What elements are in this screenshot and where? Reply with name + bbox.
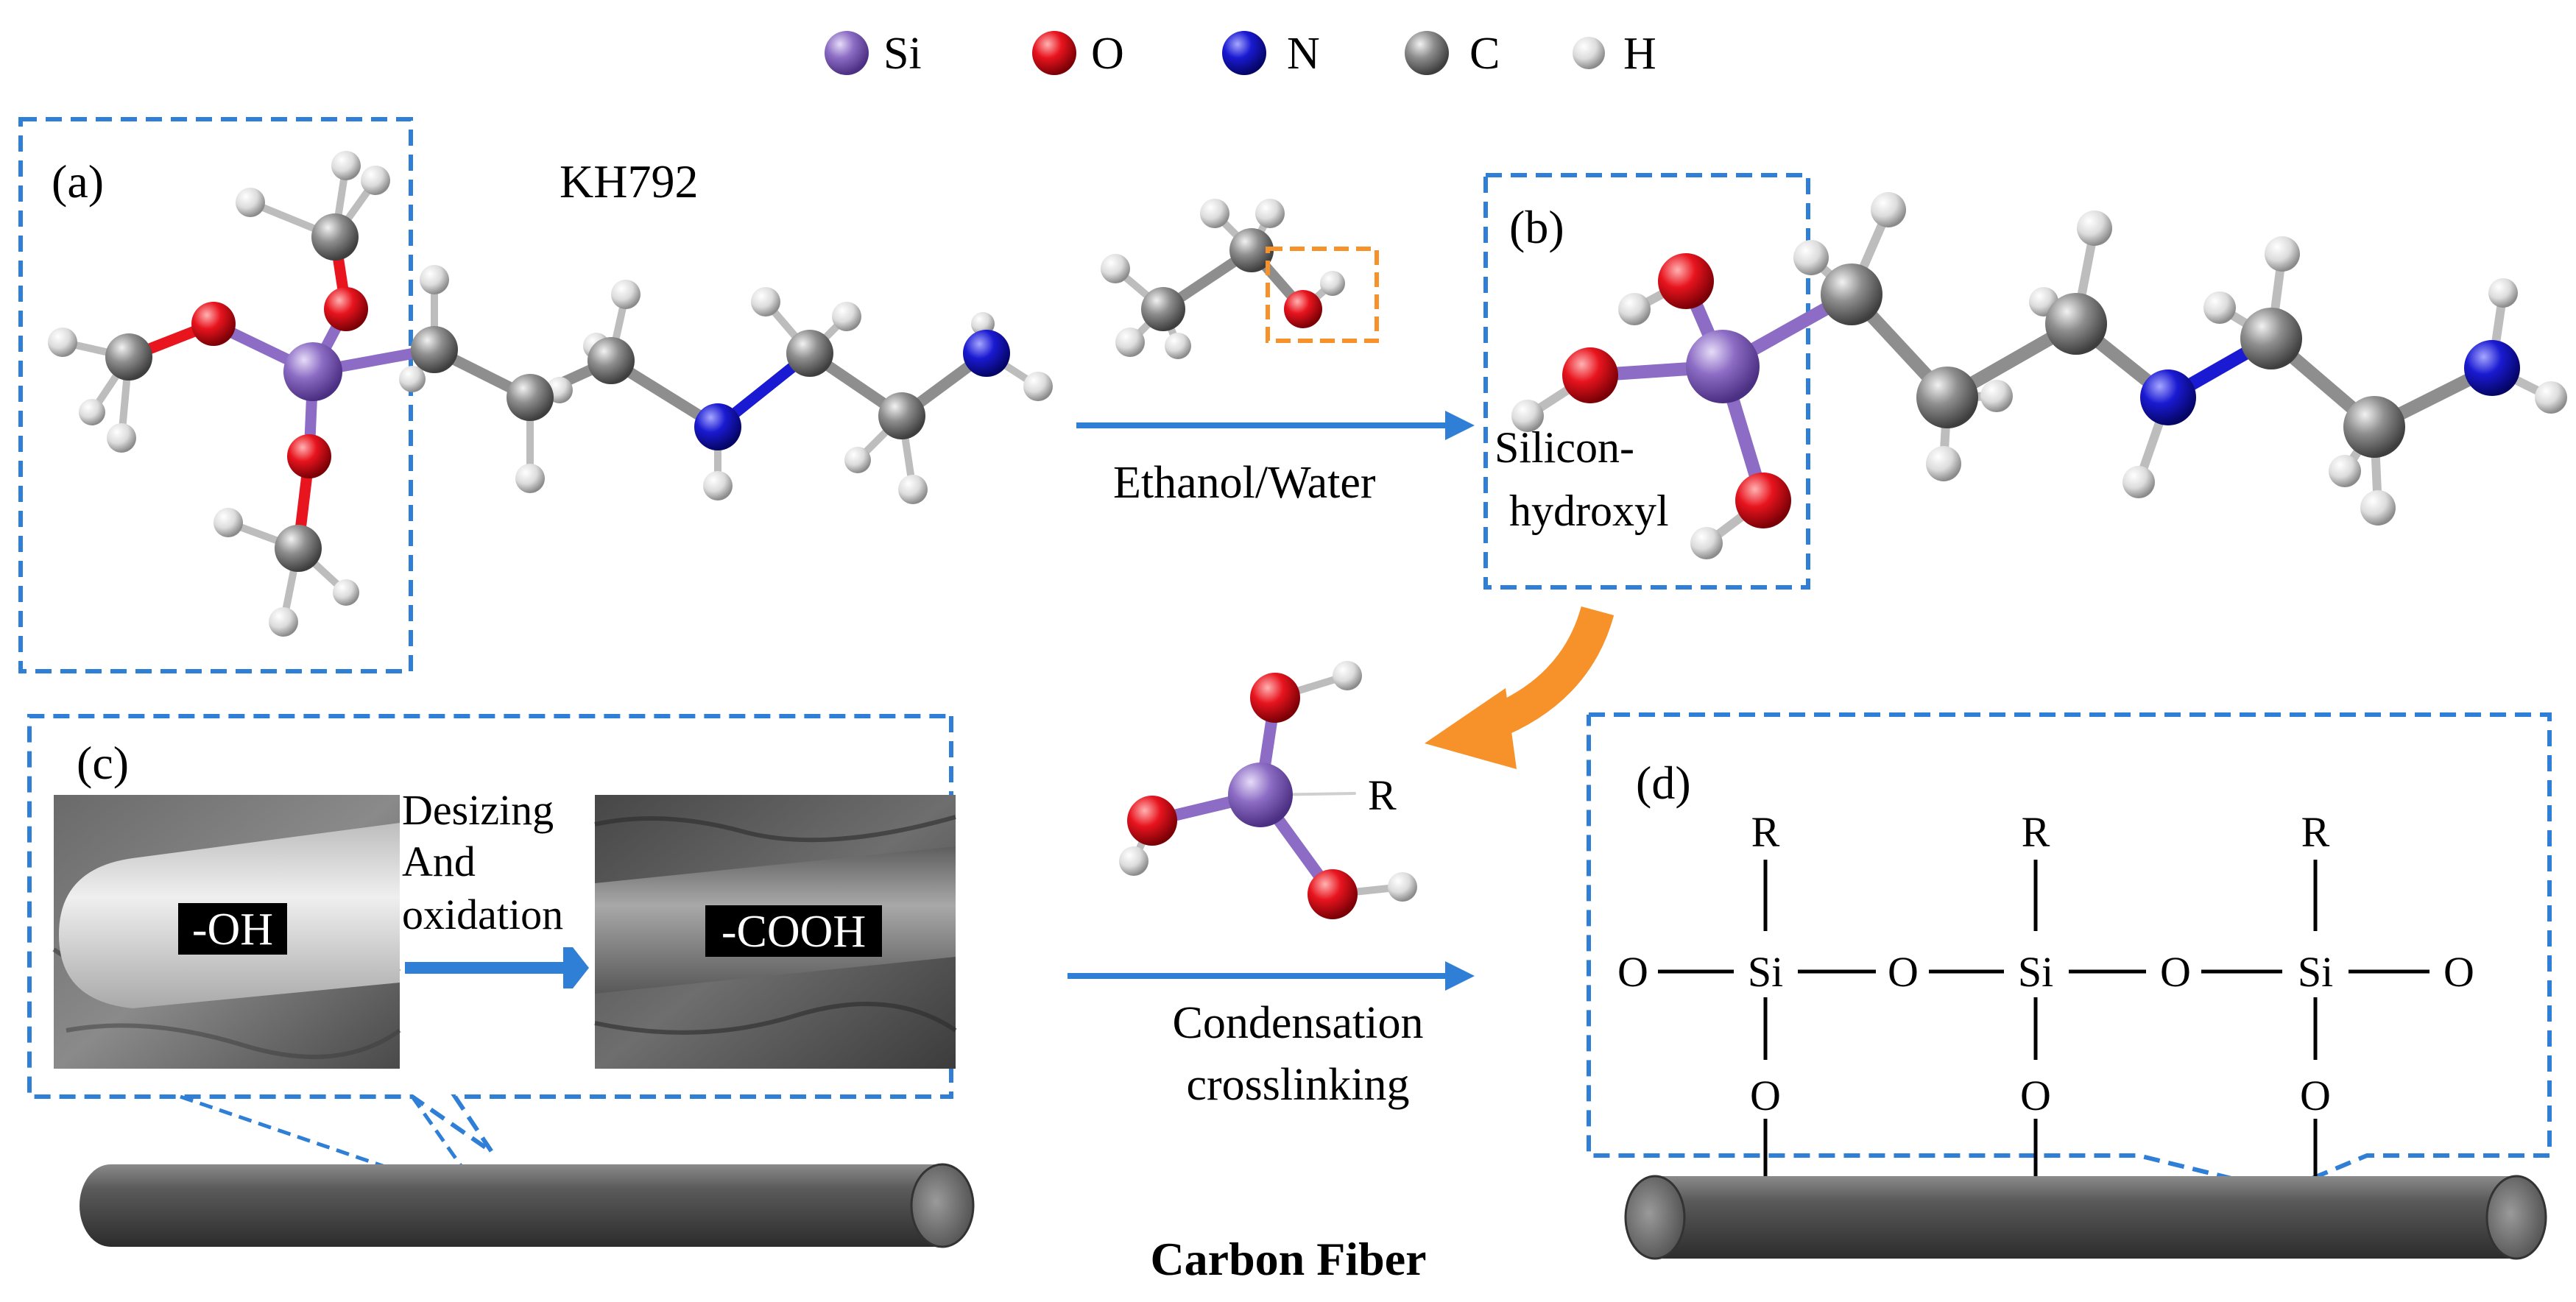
legend-c-label: C [1469, 29, 1500, 79]
legend-h-sphere [1573, 37, 1605, 69]
silanol-molecule: R [1119, 661, 1417, 919]
carbon-fiber-left [80, 1163, 975, 1248]
panel-d-label: (d) [1636, 757, 1691, 809]
desizing-line2: And [402, 838, 476, 885]
r-label-1: R [1751, 808, 1780, 856]
carbon-fiber-right [1624, 1175, 2547, 1260]
panel-b-frame [1483, 173, 1810, 590]
r-label-3: R [2301, 808, 2330, 856]
silicon-hydroxyl-label-line1: Silicon- [1495, 423, 1634, 472]
legend-c-sphere [1405, 31, 1449, 75]
panel-b-label: (b) [1509, 201, 1564, 253]
panel-c: (c) -OH Desizing And oxidation -COOH [27, 714, 957, 1203]
si-label-2: Si [2018, 948, 2053, 996]
panel-c-frame [27, 714, 953, 1154]
legend-si-label: Si [883, 29, 922, 79]
legend-h-label: H [1623, 29, 1656, 79]
sem-image-oxidized: -COOH [594, 795, 957, 1069]
desizing-line1: Desizing [402, 786, 554, 834]
si-label-3: Si [2298, 948, 2333, 996]
hydroxyl-highlight-box [1266, 247, 1379, 343]
hydrolysis-arrow: Ethanol/Water [1076, 411, 1475, 508]
panel-b: (b) [1483, 173, 2567, 590]
oh-tag-background [178, 903, 287, 955]
legend-si-sphere [825, 31, 869, 75]
legend-o-sphere [1032, 31, 1076, 75]
silicon-hydroxyl-label-line2: hydroxyl [1509, 487, 1669, 535]
legend-o-label: O [1091, 29, 1124, 79]
kh792-molecule [48, 151, 1053, 637]
cooh-tag: -COOH [721, 907, 866, 957]
hydrolysis-arrow-label: Ethanol/Water [1113, 458, 1376, 508]
orange-curved-arrow [1425, 606, 1615, 769]
panel-d: (d) R Si O O O R Si O O R [1587, 712, 2552, 1194]
ethanol-molecule [1101, 199, 1379, 359]
desizing-arrow: Desizing And oxidation [402, 786, 589, 988]
o-label-right: O [2443, 948, 2474, 996]
cooh-tag-background [705, 905, 882, 957]
o-label-bottom-1: O [1750, 1072, 1781, 1119]
sem-image-desized: -OH [52, 795, 401, 1069]
panel-a-label: (a) [52, 155, 104, 208]
o-label-bridge-1: O [1888, 948, 1919, 996]
panel-d-frame [1587, 712, 2552, 1194]
panel-a-frame [18, 117, 413, 673]
molecule-name: KH792 [560, 155, 698, 208]
o-label-bridge-2: O [2160, 948, 2191, 996]
r-label-2: R [2022, 808, 2050, 856]
element-legend: Si O N C H [825, 29, 1656, 79]
panel-a: (a) KH792 [18, 117, 1053, 673]
si-label-1: Si [1748, 948, 1783, 996]
condensation-arrow: Condensation crosslinking [1068, 961, 1475, 1110]
o-label-bottom-3: O [2300, 1072, 2331, 1119]
condensation-label-line2: crosslinking [1186, 1060, 1409, 1110]
hydrolyzed-molecule [1511, 192, 2567, 559]
desizing-line3: oxidation [402, 891, 563, 938]
siloxane-structure: R Si O O O R Si O O R Si O [1617, 808, 2474, 1186]
o-label-bottom-2: O [2020, 1072, 2051, 1119]
legend-n-label: N [1287, 29, 1320, 79]
carbon-fiber-label: Carbon Fiber [1150, 1233, 1426, 1285]
oh-tag: -OH [192, 905, 273, 955]
condensation-label-line1: Condensation [1173, 998, 1424, 1048]
panel-c-label: (c) [77, 737, 129, 789]
silanol-r-label: R [1368, 771, 1397, 819]
o-label-left: O [1617, 948, 1648, 996]
legend-n-sphere [1222, 31, 1266, 75]
